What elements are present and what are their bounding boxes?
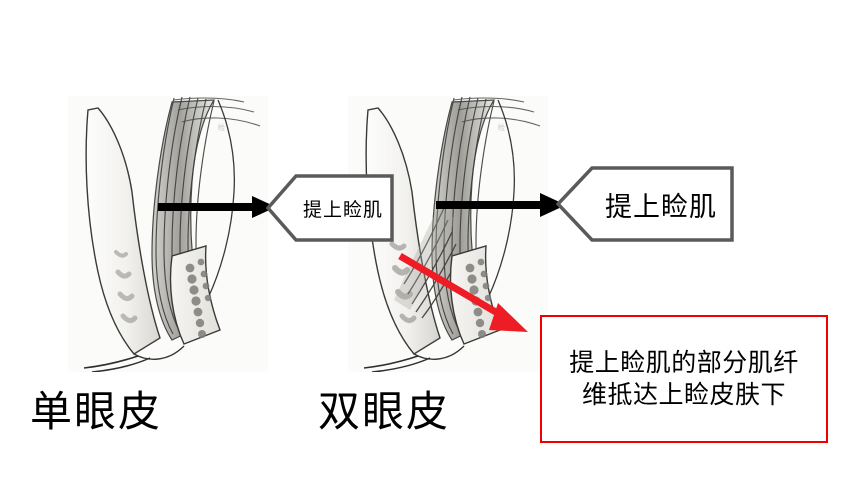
- caption-double-eyelid: 双眼皮: [318, 387, 451, 436]
- svg-text:睑: 睑: [498, 123, 505, 132]
- callout-right-label: 提上睑肌: [605, 191, 717, 223]
- note-line-2: 维抵达上睑皮肤下: [581, 380, 786, 409]
- callout-levator-left[interactable]: 提上睑肌: [266, 174, 394, 242]
- eyelid-cross-section-single-drawing: 睑: [68, 96, 268, 372]
- callout-levator-right[interactable]: 提上睑肌: [556, 166, 734, 242]
- caption-single-eyelid: 单眼皮: [30, 387, 163, 436]
- callout-hexagon-shape: [266, 174, 394, 242]
- note-box-red[interactable]: 提上睑肌的部分肌纤 维抵达上睑皮肤下: [540, 315, 828, 443]
- callout-hexagon-shape: [556, 166, 734, 242]
- note-line-1: 提上睑肌的部分肌纤: [569, 348, 799, 377]
- svg-text:睑: 睑: [218, 123, 225, 132]
- callout-left-label: 提上睑肌: [302, 198, 383, 221]
